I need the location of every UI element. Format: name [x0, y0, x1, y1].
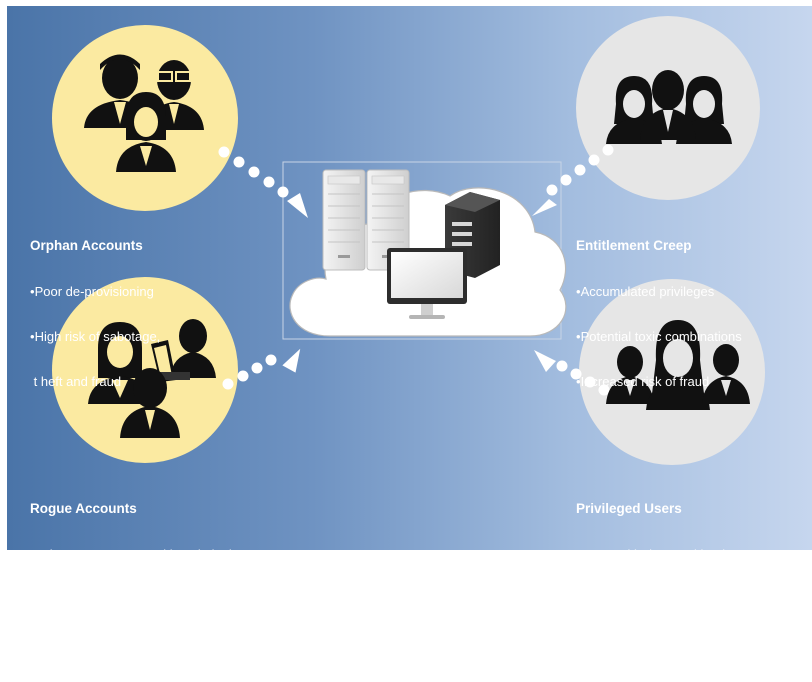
diagram-graphics — [52, 16, 765, 465]
orphan-item-2: High risk of sabotage, — [30, 329, 161, 344]
rogue-people-icon — [88, 319, 216, 438]
arrow-entitlement — [532, 144, 614, 216]
entitlement-title: Entitlement Creep — [576, 238, 692, 253]
privileged-title: Privileged Users — [576, 501, 682, 516]
rogue-item-1: Fake accounts created by criminals — [30, 547, 239, 562]
privileged-item-2: Poor visibility due to shared — [576, 592, 747, 607]
rogue-item-2: Undetected access and activity — [30, 592, 238, 607]
privileged-item-3: a ccounts — [576, 637, 636, 652]
rogue-item-3: Data theft, fraud and abuse — [30, 637, 238, 652]
entitlement-label-block: Entitlement Creep Accumulated privileges… — [576, 208, 742, 419]
orphan-item-1: Poor de-provisioning — [30, 284, 160, 299]
privileged-item-1: Users with “keys to kingdom” — [576, 547, 748, 562]
entitlement-item-2: Potential toxic combinations — [576, 329, 742, 344]
entitlement-people-icon — [606, 70, 732, 144]
arrow-orphan — [218, 146, 308, 218]
orphan-people-icon — [84, 54, 204, 172]
server-tower-icon — [322, 169, 410, 271]
orphan-title: Orphan Accounts — [30, 238, 143, 253]
rogue-label-block: Rogue Accounts Fake accounts created by … — [30, 471, 238, 682]
entitlement-item-1: Accumulated privileges — [576, 284, 742, 299]
diagram: Orphan Accounts Poor de-provisioning Hig… — [0, 0, 812, 550]
entitlement-item-3: Increased risk of fraud — [576, 374, 742, 389]
privileged-label-block: Privileged Users Users with “keys to kin… — [576, 471, 747, 682]
orphan-item-3: t heft and fraud — [30, 374, 122, 389]
arrow-rogue — [222, 348, 301, 390]
orphan-label-block: Orphan Accounts Poor de-provisioning Hig… — [30, 208, 160, 419]
monitor-icon — [387, 248, 467, 319]
rogue-title: Rogue Accounts — [30, 501, 137, 516]
